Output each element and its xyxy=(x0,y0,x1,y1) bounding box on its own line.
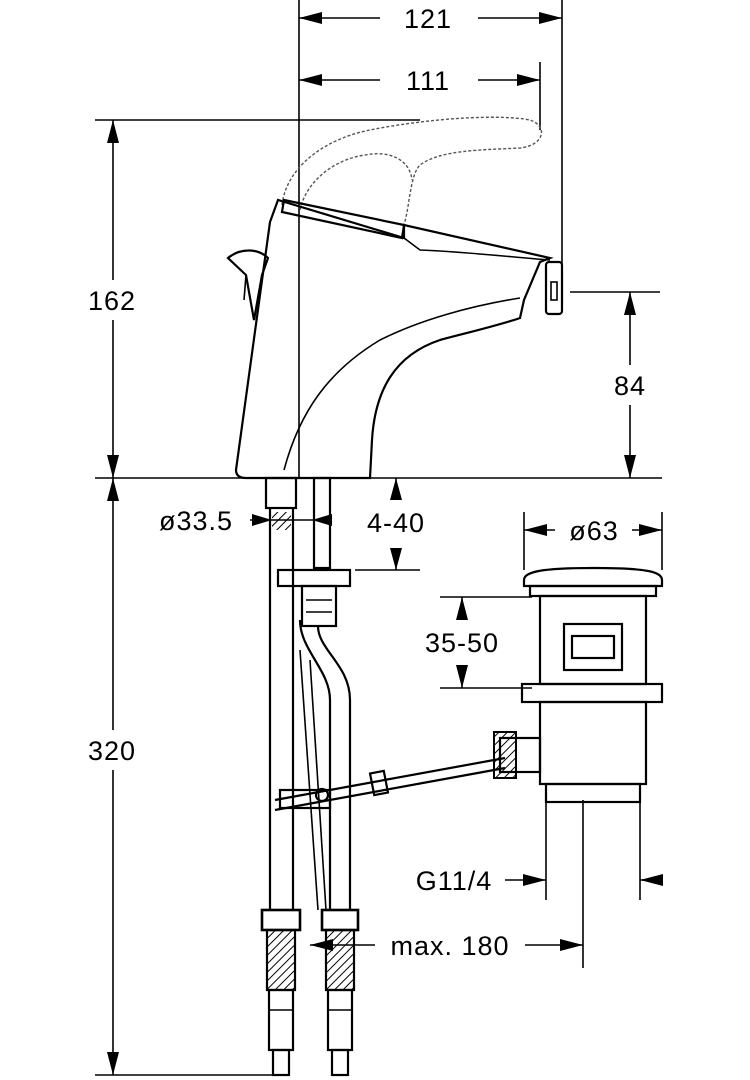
dim-text-4-40: 4-40 xyxy=(367,508,425,538)
dimension-diameter-63: ø63 xyxy=(524,516,662,546)
dimension-35-50: 35-50 xyxy=(425,597,499,688)
dim-text-162: 162 xyxy=(88,286,136,316)
dimension-111: 111 xyxy=(299,66,540,96)
dimension-121: 121 xyxy=(299,4,562,34)
waste-valve xyxy=(493,566,664,804)
dim-text-g11-4: G11/4 xyxy=(416,866,493,896)
dim-text-320: 320 xyxy=(88,736,136,766)
dimension-320: 320 xyxy=(88,478,136,1075)
dim-text-84: 84 xyxy=(614,371,646,401)
dimension-g11-4: G11/4 xyxy=(416,866,663,896)
supply-hoses xyxy=(260,508,360,1077)
popup-rod xyxy=(274,756,506,812)
dim-text-max-180: max. 180 xyxy=(390,931,509,961)
dim-text-121: 121 xyxy=(404,4,452,34)
dim-text-35-50: 35-50 xyxy=(425,628,499,658)
dimension-4-40: 4-40 xyxy=(367,478,425,570)
mounting-hardware xyxy=(264,476,352,628)
dimension-84: 84 xyxy=(614,292,646,478)
dim-text-diameter-33: ø33.5 xyxy=(159,506,233,536)
dim-text-diameter-63: ø63 xyxy=(569,516,619,546)
faucet-body xyxy=(226,116,564,480)
dimension-diameter-33: ø33.5 xyxy=(159,506,332,536)
extension-lines xyxy=(95,0,663,1076)
dim-text-111: 111 xyxy=(406,66,450,96)
dimension-162: 162 xyxy=(88,120,136,478)
